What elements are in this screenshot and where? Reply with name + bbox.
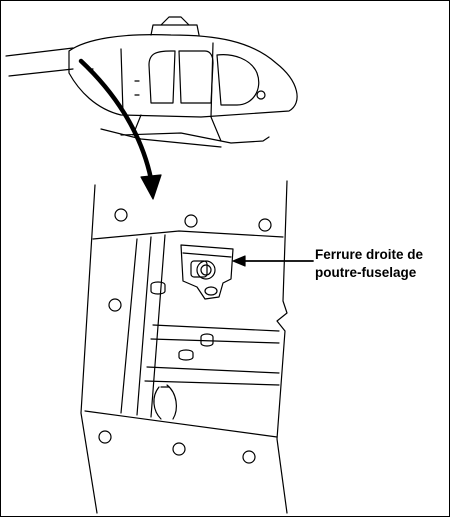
callout-line-1: Ferrure droite de — [315, 247, 424, 262]
callout-leader — [232, 255, 314, 267]
helicopter-illustration — [5, 16, 298, 148]
callout-label: Ferrure droite de poutre-fuselage — [315, 246, 449, 282]
callout-line-2: poutre-fuselage — [315, 265, 417, 280]
pointer-arrow — [78, 58, 162, 200]
fitting-part — [180, 244, 234, 300]
detail-view — [80, 180, 288, 514]
